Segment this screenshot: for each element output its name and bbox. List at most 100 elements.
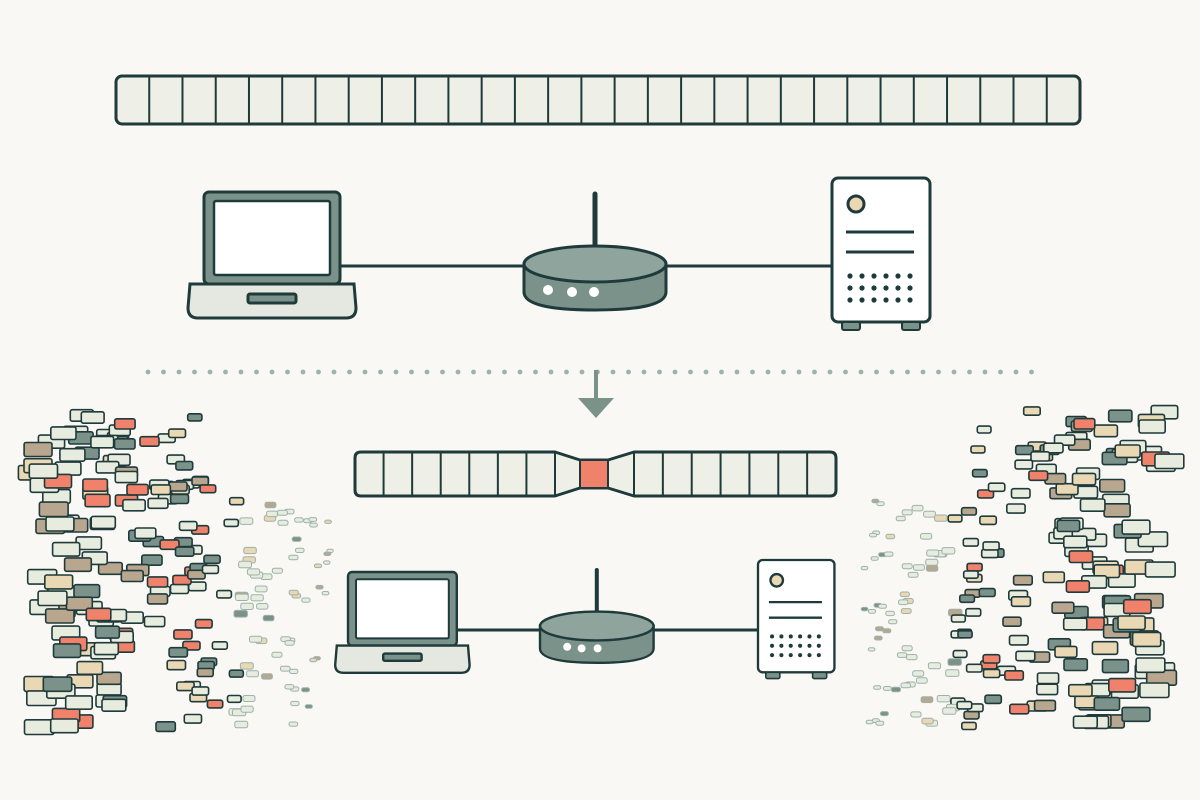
background-packet	[146, 593, 169, 605]
divider-dot	[889, 369, 895, 375]
background-packet	[238, 560, 253, 569]
background-packet	[191, 686, 210, 696]
background-packet	[1093, 424, 1119, 438]
background-packet	[51, 541, 81, 557]
background-packet	[23, 441, 53, 458]
background-packet	[321, 591, 330, 596]
background-packet	[168, 646, 189, 658]
divider-dot	[347, 369, 352, 375]
background-packet	[867, 609, 877, 614]
background-packet	[958, 594, 976, 604]
top-router-icon	[522, 191, 668, 312]
background-packet	[295, 547, 305, 554]
background-packet	[90, 515, 117, 530]
background-packet	[1107, 409, 1133, 423]
background-packet	[965, 607, 982, 617]
background-packet	[895, 515, 906, 522]
background-packet	[1043, 442, 1064, 454]
vent-hole	[798, 634, 803, 639]
background-packet	[878, 603, 887, 609]
dotted-divider	[145, 369, 1034, 375]
background-packet	[143, 615, 166, 628]
background-packet	[63, 557, 93, 573]
divider-dot	[781, 369, 786, 375]
background-packet	[901, 645, 913, 652]
background-packet	[947, 658, 962, 666]
background-packet	[1114, 444, 1141, 459]
background-packet	[261, 673, 273, 680]
background-packet	[242, 695, 256, 702]
vent-hole	[816, 653, 821, 658]
background-packet	[141, 554, 163, 566]
background-packet	[1022, 406, 1042, 416]
background-packet	[262, 614, 275, 622]
divider-dot	[936, 369, 941, 375]
background-packet	[941, 547, 956, 555]
background-packet	[150, 484, 172, 496]
vent-hole	[807, 643, 812, 648]
divider-dot	[362, 369, 368, 375]
background-packet	[246, 670, 260, 678]
vent-hole	[788, 634, 793, 639]
background-packet	[1073, 417, 1096, 430]
divider-dot	[1013, 369, 1019, 375]
background-packet	[901, 509, 913, 516]
background-packet	[956, 700, 973, 710]
background-packet	[860, 565, 869, 571]
divider-dot	[207, 369, 213, 375]
background-packet	[1093, 696, 1121, 711]
divider-dot	[409, 369, 414, 375]
background-packet	[146, 576, 169, 588]
background-packet	[166, 659, 187, 671]
background-packet	[879, 711, 889, 717]
background-packet	[883, 551, 894, 557]
background-packet	[925, 565, 939, 572]
background-packet	[1054, 645, 1078, 659]
background-packet	[1065, 579, 1091, 593]
background-packet	[52, 643, 82, 659]
background-packet	[45, 516, 75, 532]
background-packet	[982, 668, 1001, 679]
background-packet	[885, 610, 895, 617]
background-packet	[900, 608, 912, 614]
background-packet	[101, 698, 127, 712]
background-packet	[1068, 550, 1094, 564]
background-packet	[169, 583, 190, 595]
background-packet	[1121, 706, 1151, 723]
background-packet	[223, 518, 240, 528]
background-packet	[243, 546, 257, 555]
background-packet	[23, 718, 55, 736]
divider-dot	[874, 369, 879, 375]
divider-dot	[1029, 369, 1034, 375]
background-packet	[982, 541, 1000, 551]
divider-dot	[455, 369, 461, 375]
background-packet	[907, 571, 919, 578]
divider-dot	[827, 369, 833, 375]
background-packet	[271, 567, 283, 574]
background-packet	[175, 460, 194, 471]
background-packet	[240, 705, 254, 713]
background-packet	[49, 718, 79, 734]
background-packet	[234, 720, 249, 729]
background-packet	[59, 447, 86, 463]
background-packet	[54, 461, 82, 476]
vent-hole	[798, 643, 803, 648]
background-packet	[1091, 640, 1119, 656]
background-packet	[288, 554, 299, 561]
background-packet	[1079, 498, 1106, 512]
background-packet	[1036, 683, 1059, 696]
vent-hole	[847, 285, 853, 291]
background-packet	[194, 618, 213, 629]
background-packet	[906, 654, 918, 661]
background-packet	[228, 496, 245, 506]
background-packet	[963, 710, 980, 720]
background-packet	[1014, 459, 1034, 470]
divider-dot	[254, 369, 259, 375]
background-packet	[947, 514, 963, 523]
background-packet	[1131, 631, 1162, 648]
divider-dot	[641, 369, 647, 375]
background-packet	[159, 539, 180, 551]
background-packet	[1139, 682, 1170, 699]
divider-dot	[967, 369, 972, 375]
